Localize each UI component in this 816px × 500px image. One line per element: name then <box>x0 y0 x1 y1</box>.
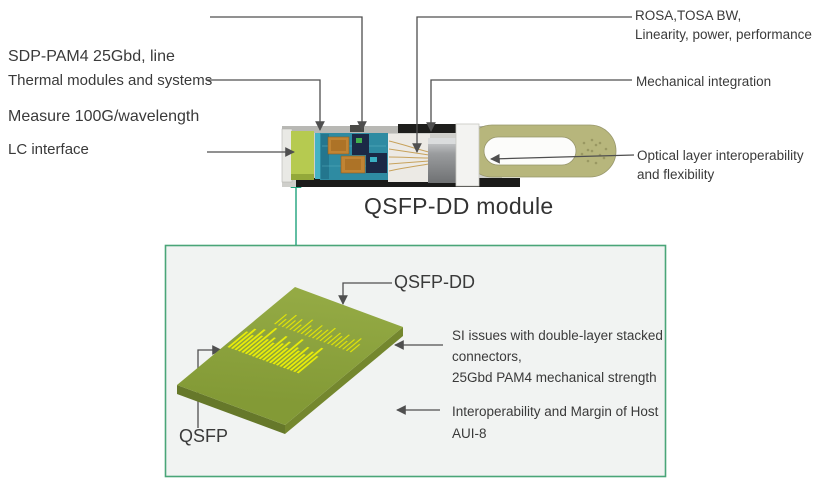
sdp-label-line1: SDP-PAM4 25Gbd, line <box>8 48 175 65</box>
qsfp-label: QSFP <box>179 426 229 446</box>
rosa-label-line2: Linearity, power, performance <box>635 27 812 42</box>
interop-label-line2: AUI-8 <box>452 426 487 441</box>
qsfp-connector <box>197 345 222 428</box>
latch-block <box>455 123 480 187</box>
thermal-connector <box>207 79 325 131</box>
thermal-callout-label: Thermal modules and systems <box>8 72 213 89</box>
qsfp-dd-connector <box>338 282 392 305</box>
interop-label: Interoperability and Margin of Host AUI-… <box>452 401 658 445</box>
si-label-line3: 25Gbd PAM4 mechanical strength <box>452 370 657 385</box>
rosa-connector <box>412 16 632 153</box>
chip <box>366 153 387 173</box>
optical-label-line2: and flexibility <box>637 167 715 182</box>
pull-tab-texture <box>580 138 608 165</box>
pcb-top-face <box>177 287 403 425</box>
sdp-connector <box>210 16 367 131</box>
sdp-callout-label: SDP-PAM4 25Gbd, line Measure 100G/wavele… <box>8 7 199 167</box>
si-issues-label: SI issues with double-layer stacked conn… <box>452 325 663 388</box>
qsfp-dd-label: QSFP-DD <box>394 272 475 292</box>
si-label-line1: SI issues with double-layer stacked <box>452 328 663 343</box>
rosa-label-line1: ROSA,TOSA BW, <box>635 8 742 23</box>
mechanical-callout-label: Mechanical integration <box>636 74 772 89</box>
optical-connector <box>490 153 635 164</box>
rosa-callout-label: ROSA,TOSA BW, Linearity, power, performa… <box>635 6 812 44</box>
mechanical-connector <box>426 79 632 132</box>
module-title: QSFP-DD module <box>364 193 554 219</box>
chip <box>352 134 369 155</box>
sdp-label-line2: Measure 100G/wavelength <box>8 108 200 125</box>
lc-interface-block <box>291 131 314 180</box>
lc-callout-label: LC interface <box>8 141 89 158</box>
pcb-pad-row-qsfp-dd <box>274 314 362 353</box>
si-label-line2: connectors, <box>452 349 522 364</box>
optical-callout-label: Optical layer interoperability and flexi… <box>637 146 804 184</box>
optical-label-line1: Optical layer interoperability <box>637 148 804 163</box>
interop-label-line1: Interoperability and Margin of Host <box>452 404 659 419</box>
qsfp-dd-module-image <box>281 123 617 187</box>
pcb-illustration <box>177 287 403 434</box>
pcb-pad-row-qsfp <box>227 327 324 374</box>
